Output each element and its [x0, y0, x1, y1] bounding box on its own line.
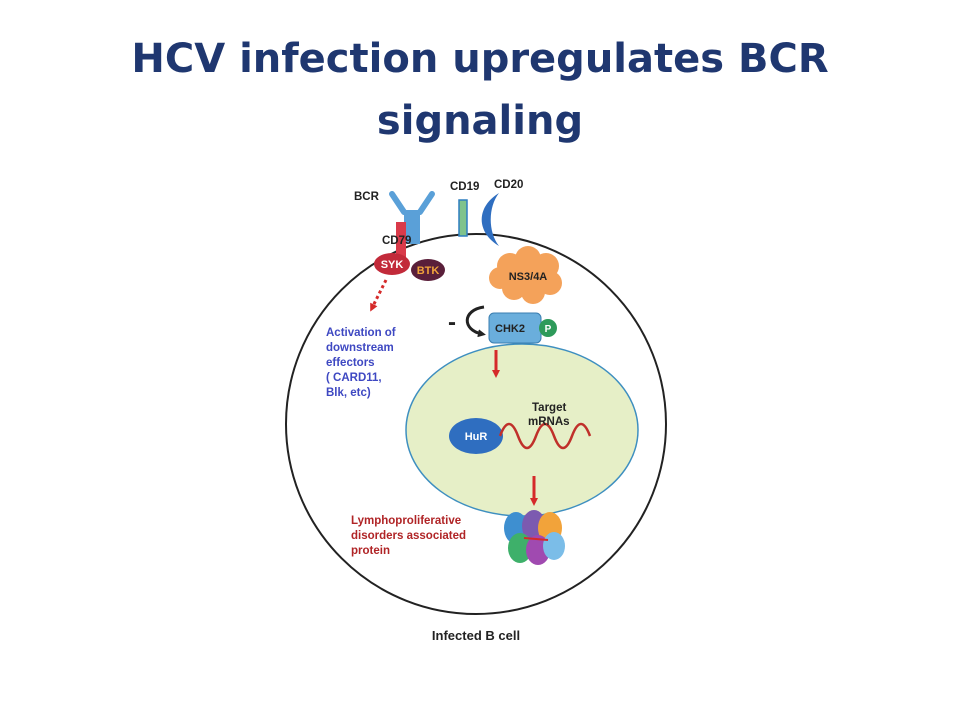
bcr-receptor	[389, 191, 435, 262]
cd19-label: CD19	[450, 181, 479, 193]
phospho-label: P	[545, 324, 552, 335]
target-mrna-label: Target mRNAs	[528, 402, 570, 428]
btk-label: BTK	[417, 265, 440, 277]
syk-activation-arrow	[370, 279, 388, 312]
lympho-line-3: protein	[351, 545, 390, 557]
syk-node	[374, 253, 410, 275]
title-line-2: signaling	[376, 98, 584, 144]
activation-line-5: Blk, etc)	[326, 387, 371, 399]
ns34a-cloud	[489, 246, 562, 304]
cd19-receptor	[458, 199, 468, 237]
phospho-badge	[539, 319, 557, 337]
ns34a-label: NS3/4A	[509, 271, 548, 283]
chk2-label: CHK2	[495, 323, 525, 335]
target-line-1: Target	[532, 402, 566, 414]
hur-label: HuR	[465, 431, 488, 443]
syk-label: SYK	[381, 259, 404, 271]
protein-cluster	[504, 510, 565, 565]
infected-b-cell-label: Infected B cell	[432, 628, 520, 643]
activation-line-3: effectors	[326, 357, 375, 369]
btk-node	[411, 259, 445, 281]
cd20-label: CD20	[494, 179, 523, 191]
activation-line-1: Activation of	[326, 327, 396, 339]
bcr-label: BCR	[354, 191, 380, 203]
slide-title: HCV infection upregulates BCR signaling	[0, 28, 960, 152]
target-line-2: mRNAs	[528, 416, 570, 428]
mrna-strand	[498, 422, 592, 450]
nucleus	[405, 343, 639, 517]
inhibition-arrow	[465, 305, 486, 338]
cd20-receptor	[481, 193, 499, 246]
activation-line-2: downstream	[326, 342, 394, 354]
lympho-line-1: Lymphoproliferative	[351, 515, 461, 527]
activation-line-4: ( CARD11,	[326, 372, 382, 384]
hur-node	[449, 418, 503, 454]
lympho-line-2: disorders associated	[351, 530, 466, 542]
cd79-label: CD79	[382, 235, 411, 247]
inhibition-sign: -	[448, 309, 456, 336]
title-line-1: HCV infection upregulates BCR	[131, 36, 829, 82]
b-cell-membrane	[285, 233, 667, 615]
activation-label: Activation of downstream effectors ( CAR…	[326, 327, 399, 399]
lympho-label: Lymphoproliferative disorders associated…	[351, 515, 469, 557]
